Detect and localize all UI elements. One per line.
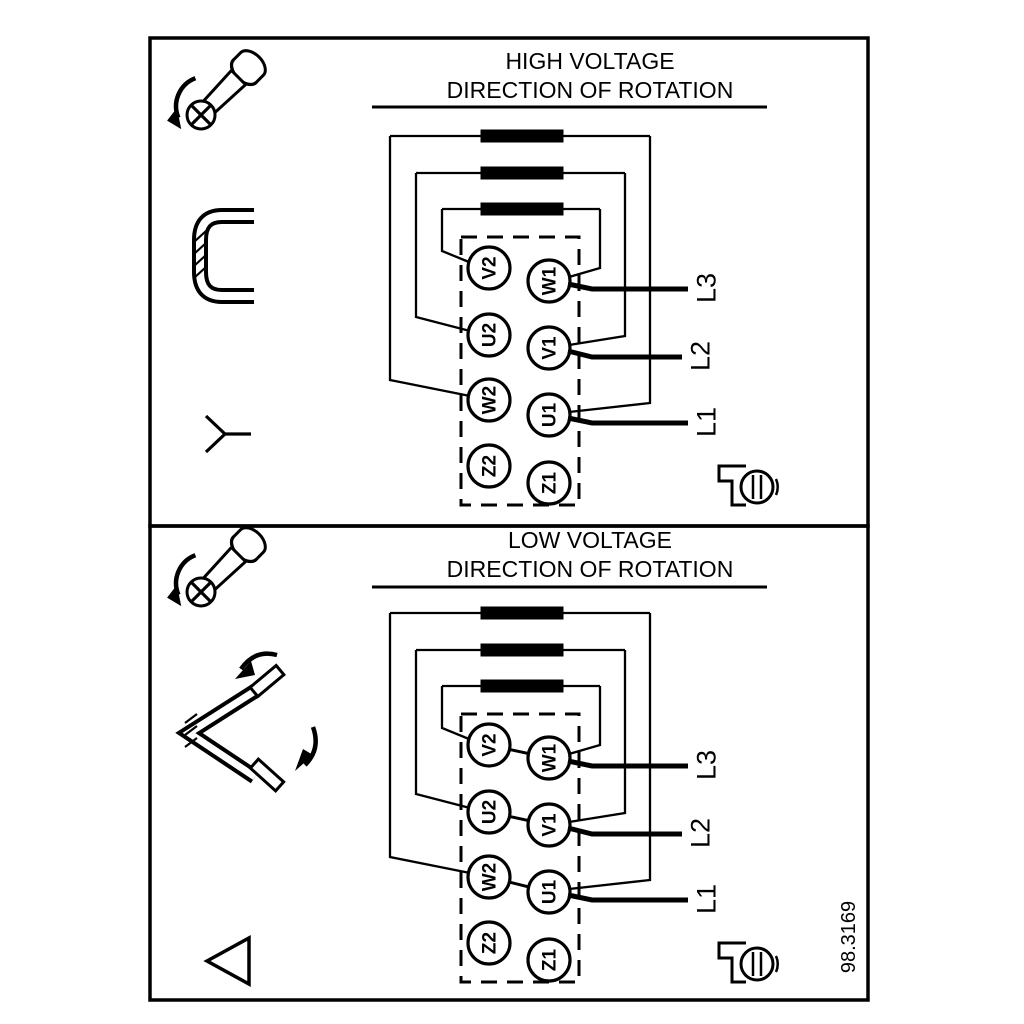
terminal-u1: U1 (526, 869, 572, 915)
panel-title-line1: HIGH VOLTAGE (505, 48, 674, 74)
screw-rotation-arrow-icon (167, 49, 267, 131)
jumper-repositioning-icon (175, 651, 318, 793)
supply-lines: L3 L2 L1 (567, 273, 721, 437)
low-voltage-panel-frame (148, 524, 870, 1002)
jumper-bar (480, 202, 564, 216)
terminal-label: U1 (540, 402, 561, 427)
jumper-bar (480, 129, 564, 143)
jumper-wiring (388, 129, 652, 414)
screw-rotation-arrow-icon (167, 526, 267, 608)
terminal-z2: Z2 (466, 443, 512, 489)
terminal-box (459, 712, 581, 984)
terminal-u2: U2 (466, 789, 512, 835)
panel-low-voltage: LOW VOLTAGE DIRECTION OF ROTATION (167, 526, 779, 987)
ground-screw-icon (717, 464, 779, 507)
jumper-bar (480, 679, 564, 693)
delta-connection-symbol (203, 935, 251, 987)
jumper-wiring (388, 606, 652, 891)
terminal-z2: Z2 (466, 920, 512, 966)
terminal-label: V1 (540, 336, 561, 360)
terminal-z1: Z1 (526, 460, 572, 506)
terminal-label: W2 (480, 863, 501, 892)
panel-title-line2: DIRECTION OF ROTATION (447, 556, 734, 582)
terminal-box (459, 235, 581, 507)
terminal-v1: V1 (526, 325, 572, 371)
supply-line-label-l3: L3 (691, 750, 721, 780)
terminal-label: Z1 (540, 948, 561, 971)
terminal-w1: W1 (526, 258, 572, 304)
terminal-label: W2 (480, 386, 501, 415)
terminal-v2: V2 (466, 722, 512, 768)
star-connection-symbol (204, 414, 251, 454)
terminal-u1: U1 (526, 392, 572, 438)
ground-screw-icon (717, 941, 779, 984)
terminal-label: V2 (480, 733, 501, 756)
terminal-label: W1 (540, 266, 561, 295)
supply-line-label-l1: L1 (691, 884, 721, 914)
panel-high-voltage: HIGH VOLTAGE DIRECTION OF ROTATION V2 (167, 48, 779, 507)
terminal-u2: U2 (466, 312, 512, 358)
terminal-v2: V2 (466, 245, 512, 291)
terminal-label: Z1 (540, 471, 561, 494)
terminal-z1: Z1 (526, 937, 572, 983)
terminal-label: U2 (480, 323, 501, 347)
terminal-label: V1 (540, 813, 561, 837)
supply-line-label-l3: L3 (691, 273, 721, 303)
terminal-label: U1 (540, 879, 561, 904)
supply-lines: L3 L2 L1 (567, 750, 721, 914)
supply-line-label-l2: L2 (685, 818, 715, 848)
jumper-bar (480, 643, 564, 657)
terminal-w2: W2 (466, 854, 512, 900)
terminal-label: Z2 (480, 455, 501, 477)
terminal-w2: W2 (466, 377, 512, 423)
terminal-label: V2 (480, 256, 501, 279)
supply-line-label-l1: L1 (691, 407, 721, 437)
jumper-bar (480, 606, 564, 620)
figure-number: 98.3169 (838, 901, 860, 973)
jumper-bar (480, 166, 564, 180)
panel-title-line1: LOW VOLTAGE (508, 527, 672, 553)
terminal-label: Z2 (480, 932, 501, 954)
terminal-label: W1 (540, 743, 561, 772)
panel-title-line2: DIRECTION OF ROTATION (447, 77, 734, 103)
terminal-label: U2 (480, 800, 501, 824)
terminal-v1: V1 (526, 802, 572, 848)
terminal-w1: W1 (526, 735, 572, 781)
terminal-link-icon (192, 208, 254, 304)
supply-line-label-l2: L2 (685, 341, 715, 371)
